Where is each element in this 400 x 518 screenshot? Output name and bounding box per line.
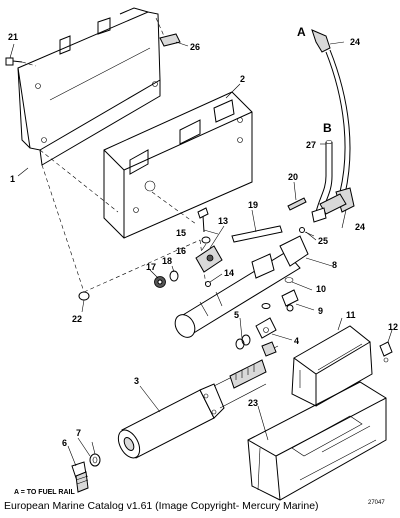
knob-part-17 <box>154 276 166 288</box>
callout-B: B <box>323 121 332 135</box>
callout-7: 7 <box>76 428 81 438</box>
callout-23: 23 <box>248 398 258 408</box>
elbow-fitting-part-9 <box>281 289 299 312</box>
callout-2: 2 <box>240 74 245 84</box>
callout-10: 10 <box>316 284 326 294</box>
callout-17: 17 <box>146 262 156 272</box>
fuel-hose-part-24 <box>311 29 355 213</box>
callout-4: 4 <box>294 336 299 346</box>
plug-part-22 <box>78 291 90 301</box>
o-rings-part-5 <box>235 303 271 350</box>
callout-5: 5 <box>234 310 239 320</box>
tank-cover-part-23 <box>247 381 387 501</box>
callout-A: A <box>297 25 306 39</box>
bolt-part-15 <box>197 207 209 233</box>
callout-12: 12 <box>388 322 398 332</box>
image-caption: European Marine Catalog v1.61 (Image Cop… <box>4 500 319 512</box>
callout-labels: 21 26 A 24 2 1 B 27 20 19 15 13 16 25 24… <box>8 25 398 448</box>
support-bracket-part-11 <box>291 325 373 407</box>
callout-20: 20 <box>288 172 298 182</box>
callout-1: 1 <box>10 174 15 184</box>
rod-part-20 <box>287 197 307 211</box>
callout-18: 18 <box>162 256 172 266</box>
fitting-part-10 <box>284 277 294 283</box>
callout-25: 25 <box>318 236 328 246</box>
fuel-pump-part-3 <box>117 359 267 459</box>
callout-9: 9 <box>318 306 323 316</box>
callout-3: 3 <box>134 376 139 386</box>
fitting-part-4 <box>255 317 279 357</box>
fitting-part-25 <box>299 227 315 237</box>
spacer-part-18 <box>169 270 179 282</box>
screw-part-21 <box>5 57 37 67</box>
callout-11: 11 <box>346 310 356 320</box>
clip-part-26 <box>155 17 181 47</box>
callout-14: 14 <box>224 268 234 278</box>
nut-part-14 <box>205 281 211 287</box>
callout-19: 19 <box>248 200 258 210</box>
callout-21: 21 <box>8 32 18 42</box>
fuel-tube-part-8 <box>174 235 309 338</box>
fuel-rail-legend: A = TO FUEL RAIL <box>14 489 75 496</box>
callout-6: 6 <box>62 438 67 448</box>
drawing-number: 27047 <box>368 500 385 506</box>
callout-16: 16 <box>176 246 186 256</box>
clamp-part-13 <box>195 245 223 273</box>
callout-27: 27 <box>306 140 316 150</box>
washer-part-7 <box>89 441 101 467</box>
mounting-bracket-part-1 <box>17 7 161 166</box>
callout-24-mid: 24 <box>355 222 365 232</box>
rod-part-19 <box>231 225 283 243</box>
clip-part-12 <box>379 341 393 363</box>
washer-part-16 <box>201 236 211 244</box>
assembly-guide-lines <box>39 149 207 293</box>
hose-connector-part-24 <box>311 193 347 223</box>
callout-13: 13 <box>218 216 228 226</box>
callout-leader-lines <box>9 41 393 467</box>
callout-8: 8 <box>332 260 337 270</box>
nozzle-part-6 <box>71 461 89 493</box>
callout-22: 22 <box>72 314 82 324</box>
callout-26: 26 <box>190 42 200 52</box>
callout-24-top: 24 <box>350 37 360 47</box>
callout-15: 15 <box>176 228 186 238</box>
channel-housing-part-2 <box>103 91 253 239</box>
